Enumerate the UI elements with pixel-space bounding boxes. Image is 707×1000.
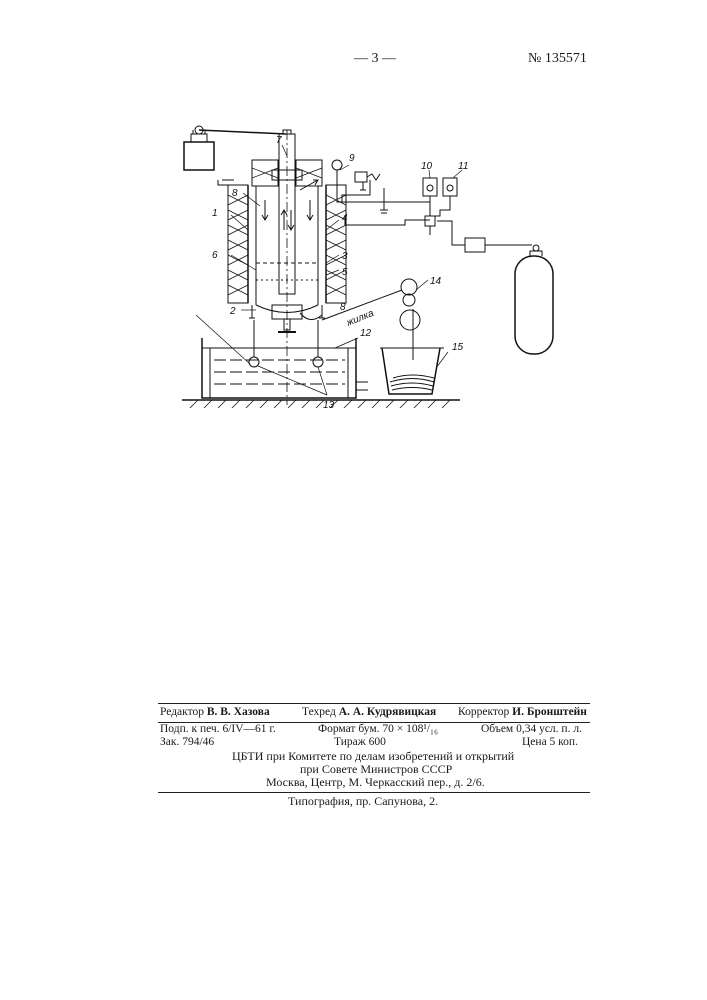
- corrector-name: И. Бронштейн: [512, 706, 587, 718]
- volume: Объем 0,34 усл. п. л.: [481, 723, 582, 735]
- editor-label: Редактор: [160, 706, 204, 718]
- organization-address: Москва, Центр, М. Черкасский пер., д. 2/…: [266, 775, 485, 790]
- signed-to-print: Подп. к печ. 6/IV—61 г.: [160, 723, 276, 735]
- label-15: 15: [452, 342, 464, 353]
- ground-line: [182, 400, 460, 408]
- label-14: 14: [430, 276, 442, 287]
- label-6: 6: [212, 250, 218, 261]
- label-5: 5: [342, 267, 348, 278]
- furnace-vessel: [218, 130, 346, 405]
- techred-label: Техред: [302, 706, 336, 718]
- counterweight: [184, 126, 286, 170]
- page-number: — 3 —: [354, 51, 396, 67]
- label-7: 7: [276, 135, 282, 146]
- label-1: 1: [212, 208, 218, 219]
- colophon-bottom-rule: [158, 792, 590, 793]
- label-10: 10: [421, 161, 433, 172]
- label-9: 9: [349, 153, 355, 164]
- editor-credit: Редактор В. В. Хазова: [160, 706, 270, 718]
- price: Цена 5 коп.: [522, 736, 578, 748]
- label-11: 11: [458, 161, 468, 172]
- colophon-top-rule: [158, 703, 590, 704]
- print-run: Тираж 600: [334, 736, 386, 748]
- label-8-bottom: 8: [340, 302, 346, 313]
- gas-piping: [332, 160, 553, 354]
- take-up-rollers: [322, 279, 444, 394]
- wire-label: жилка: [344, 308, 376, 329]
- technical-drawing: 1 2 3 4 5 6 7 8 8 9 10 11 12 13 14 15 жи…: [0, 120, 707, 420]
- paper-format: Формат бум. 70 × 108¹/₁₆: [318, 723, 438, 735]
- label-13: 13: [323, 400, 335, 411]
- label-12: 12: [360, 328, 372, 339]
- order-number: Зак. 794/46: [160, 736, 214, 748]
- label-4: 4: [342, 213, 348, 224]
- label-8-top: 8: [232, 188, 238, 199]
- editor-name: В. В. Хазова: [207, 706, 270, 718]
- leader-lines: [196, 145, 462, 395]
- printer: Типография, пр. Сапунова, 2.: [288, 794, 438, 809]
- corrector-credit: Корректор И. Бронштейн: [458, 706, 587, 718]
- corrector-label: Корректор: [458, 706, 509, 718]
- techred-credit: Техред А. А. Кудрявицкая: [302, 706, 436, 718]
- label-2: 2: [229, 306, 236, 317]
- patent-number: № 135571: [528, 51, 587, 67]
- label-3: 3: [342, 251, 348, 262]
- techred-name: А. А. Кудрявицкая: [339, 706, 437, 718]
